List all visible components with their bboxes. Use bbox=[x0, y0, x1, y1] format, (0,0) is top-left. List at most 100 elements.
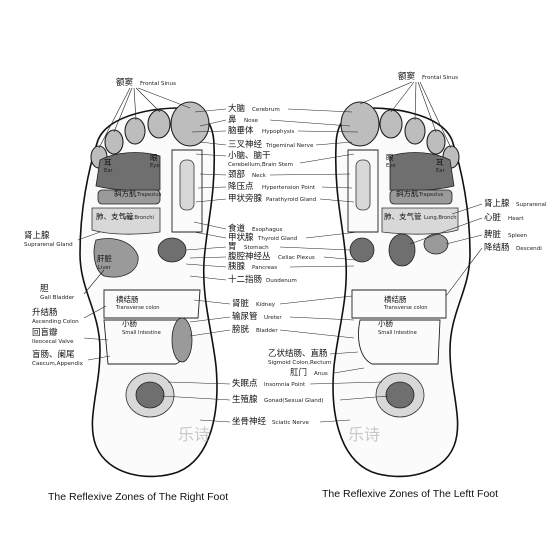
leader-line bbox=[409, 217, 483, 245]
leader-line bbox=[269, 119, 351, 127]
leader-line bbox=[329, 351, 359, 355]
right-inner-label-zh: 小肠 bbox=[122, 319, 137, 328]
left-neck-column bbox=[347, 149, 379, 233]
center-label-en: Gonad(Sexual Gland) bbox=[264, 398, 324, 404]
right-outer-label-zh: 升结肠 bbox=[32, 307, 58, 318]
right-inner-label-en: Ear bbox=[104, 168, 113, 174]
left-inner-label-zh: 耳 bbox=[436, 158, 444, 167]
center-label-en: Kidney bbox=[256, 302, 276, 308]
left-toe-4 bbox=[426, 129, 446, 155]
right-outer-label-zh: 肾上腺 bbox=[24, 230, 50, 241]
center-label-en: Trigeminal Nerve bbox=[265, 143, 314, 149]
center-label-zh: 胃 bbox=[228, 242, 237, 252]
center-label-en: Sciatic Nerve bbox=[272, 420, 309, 426]
center-label-en: Cerebrum bbox=[252, 107, 280, 113]
left-outer-label-zh: 脾脏 bbox=[484, 229, 502, 240]
right-outer-labels: 额窦 Frontal Sinus 肾上腺 Suprarenal Gland 胆 … bbox=[24, 77, 176, 367]
leader-line bbox=[279, 246, 351, 251]
leader-line bbox=[333, 367, 365, 374]
left-inner-label-zh: 小肠 bbox=[378, 319, 393, 328]
right-inner-label-en: Transverse colon bbox=[115, 305, 160, 311]
leader-line bbox=[321, 186, 353, 189]
leader-line bbox=[189, 275, 227, 281]
right-inner-label-en: Small Intestine bbox=[122, 330, 161, 336]
left-inner-label-en: Transverse colon bbox=[383, 305, 428, 311]
left-foot: 耳 Ear 眼 Eye 斜方肌 Trapezius 肺、支气管 Lung,Bro… bbox=[332, 101, 471, 478]
left-transverse-colon-zone bbox=[351, 289, 447, 319]
leader-line bbox=[98, 87, 131, 149]
leader-line bbox=[167, 381, 231, 385]
right-trapezius-zone bbox=[97, 189, 161, 205]
right-toe-3 bbox=[124, 117, 146, 145]
left-small-intestine-zone bbox=[358, 319, 441, 365]
left-heart-zone bbox=[388, 233, 416, 267]
right-inner-label-zh: 肺、支气管 bbox=[96, 211, 134, 221]
leader-line bbox=[390, 81, 415, 113]
leader-line bbox=[197, 186, 227, 189]
right-foot-caption: The Reflexive Zones of The Right Foot bbox=[48, 491, 228, 503]
right-bladder-zone bbox=[171, 317, 193, 363]
leader-line bbox=[414, 81, 417, 121]
center-label-en: Ureter bbox=[264, 315, 282, 321]
leader-line bbox=[309, 381, 383, 385]
center-label-zh: 失眠点 bbox=[232, 378, 258, 389]
left-outer-label-en: Descendi bbox=[516, 246, 542, 252]
leader-line bbox=[445, 247, 483, 297]
leader-line bbox=[323, 256, 357, 261]
leader-line bbox=[339, 395, 389, 401]
left-inner-label-en: Ear bbox=[436, 168, 445, 174]
center-label-zh: 甲状旁腺 bbox=[228, 193, 263, 204]
leader-line bbox=[297, 130, 359, 133]
center-label-zh: 输尿管 bbox=[232, 311, 258, 322]
center-label-en: Esophagus bbox=[252, 227, 282, 233]
leader-lines bbox=[77, 81, 483, 423]
left-inner-label-zh: 眼 bbox=[386, 153, 394, 162]
right-outer-label-en: Caecum,Appendix bbox=[32, 361, 84, 367]
center-label-en: Sigmoid Colon,Rectum bbox=[268, 360, 331, 366]
leader-line bbox=[135, 87, 161, 113]
leader-line bbox=[193, 299, 231, 305]
right-liver-zone bbox=[93, 238, 139, 278]
right-outer-label-zh: 胆 bbox=[40, 284, 49, 294]
leader-line bbox=[87, 355, 111, 361]
center-label-zh: 生殖腺 bbox=[232, 394, 258, 405]
center-label-zh: 甲状腺 bbox=[228, 232, 254, 243]
right-throat-zone bbox=[179, 159, 195, 211]
center-label-zh: 颈部 bbox=[228, 169, 246, 180]
left-stomach-zone bbox=[349, 237, 375, 263]
leader-line bbox=[299, 153, 355, 164]
right-inner-label-en: Eye bbox=[150, 163, 160, 169]
left-outer-label-en: Heart bbox=[508, 216, 524, 222]
leader-line bbox=[189, 256, 227, 259]
center-label-zh: 大脑 bbox=[228, 103, 246, 114]
leader-line bbox=[194, 108, 227, 113]
left-outer-label-en: Spleen bbox=[508, 233, 528, 239]
leader-line bbox=[199, 419, 231, 423]
left-trapezius-zone bbox=[389, 189, 453, 205]
left-lung-zone bbox=[381, 207, 459, 235]
left-heel-zone-inner bbox=[385, 381, 415, 409]
center-label-zh: 鼻 bbox=[228, 114, 237, 125]
leader-line bbox=[305, 231, 359, 239]
center-label-zh: 膀胱 bbox=[232, 324, 250, 335]
right-foot: 耳 Ear 眼 Eye 斜方肌 Trapezius 肺、支气管 Lung,Bro… bbox=[79, 101, 218, 478]
leader-line bbox=[289, 265, 355, 268]
leader-line bbox=[161, 395, 231, 401]
center-label-en: Pancreas bbox=[252, 265, 277, 271]
right-inner-label-zh: 耳 bbox=[104, 158, 112, 167]
right-stomach-zone bbox=[157, 237, 187, 263]
leader-line bbox=[83, 305, 107, 319]
leader-line bbox=[77, 231, 101, 241]
leader-line bbox=[199, 141, 227, 146]
center-label-zh: 腹腔神经丛 bbox=[228, 251, 271, 262]
leader-line bbox=[269, 173, 351, 176]
leader-line bbox=[287, 108, 353, 113]
leader-line bbox=[83, 269, 105, 295]
center-label-en: Cerebellum,Brain Stem bbox=[228, 162, 293, 168]
center-label-zh: 乙状结肠、直肠 bbox=[268, 348, 328, 359]
leader-line bbox=[199, 173, 227, 176]
left-inner-label-en: Small Intestine bbox=[378, 330, 417, 336]
right-toe-2 bbox=[147, 109, 171, 139]
right-inner-label-zh: 斜方肌 bbox=[114, 188, 137, 198]
